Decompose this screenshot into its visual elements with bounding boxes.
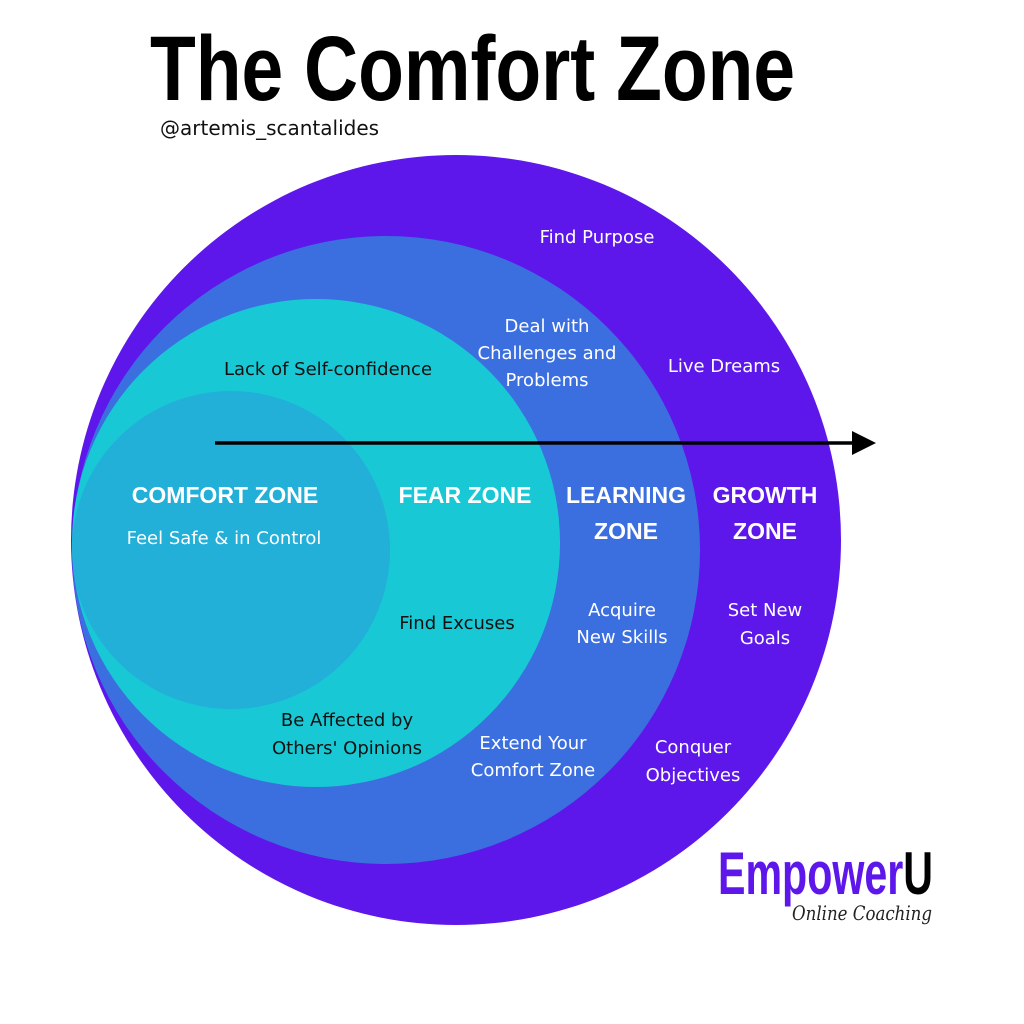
fear-item: Others' Opinions (272, 738, 422, 759)
learning-zone-label: LEARNING (566, 482, 686, 508)
logo-brand-end: U (903, 840, 933, 907)
learning-item: Challenges and (478, 343, 617, 364)
fear-zone-label: FEAR ZONE (399, 482, 532, 508)
fear-item: Find Excuses (399, 613, 514, 634)
logo-brand: Empower (718, 840, 903, 907)
growth-item: Find Purpose (540, 227, 655, 248)
svg-text:EmpowerU: EmpowerU (718, 840, 933, 907)
learning-item: Deal with (505, 316, 590, 337)
learning-zone-label: ZONE (594, 518, 658, 544)
growth-item: Conquer (655, 737, 732, 758)
comfort-zone-circle (72, 391, 390, 709)
growth-zone-label: ZONE (733, 518, 797, 544)
fear-item: Lack of Self-confidence (224, 359, 432, 380)
growth-item: Objectives (646, 765, 741, 786)
logo-tagline: Online Coaching (792, 901, 932, 925)
author-handle: @artemis_scantalides (160, 116, 379, 140)
page-title: The Comfort Zone (150, 18, 795, 120)
learning-item: Problems (506, 370, 589, 391)
learning-item: New Skills (576, 627, 667, 648)
learning-item: Comfort Zone (471, 760, 595, 781)
learning-item: Extend Your (479, 733, 587, 754)
arrow-head-icon (852, 431, 876, 455)
comfort-item: Feel Safe & in Control (127, 528, 322, 549)
growth-zone-label: GROWTH (713, 482, 818, 508)
comfort-zone-label: COMFORT ZONE (132, 482, 319, 508)
growth-item: Set New (728, 600, 803, 621)
progress-arrow (215, 431, 876, 455)
growth-item: Live Dreams (668, 356, 780, 377)
learning-item: Acquire (588, 600, 656, 621)
growth-item: Goals (740, 628, 790, 649)
empoweru-logo: EmpowerU Online Coaching (718, 840, 933, 925)
fear-item: Be Affected by (281, 710, 414, 731)
